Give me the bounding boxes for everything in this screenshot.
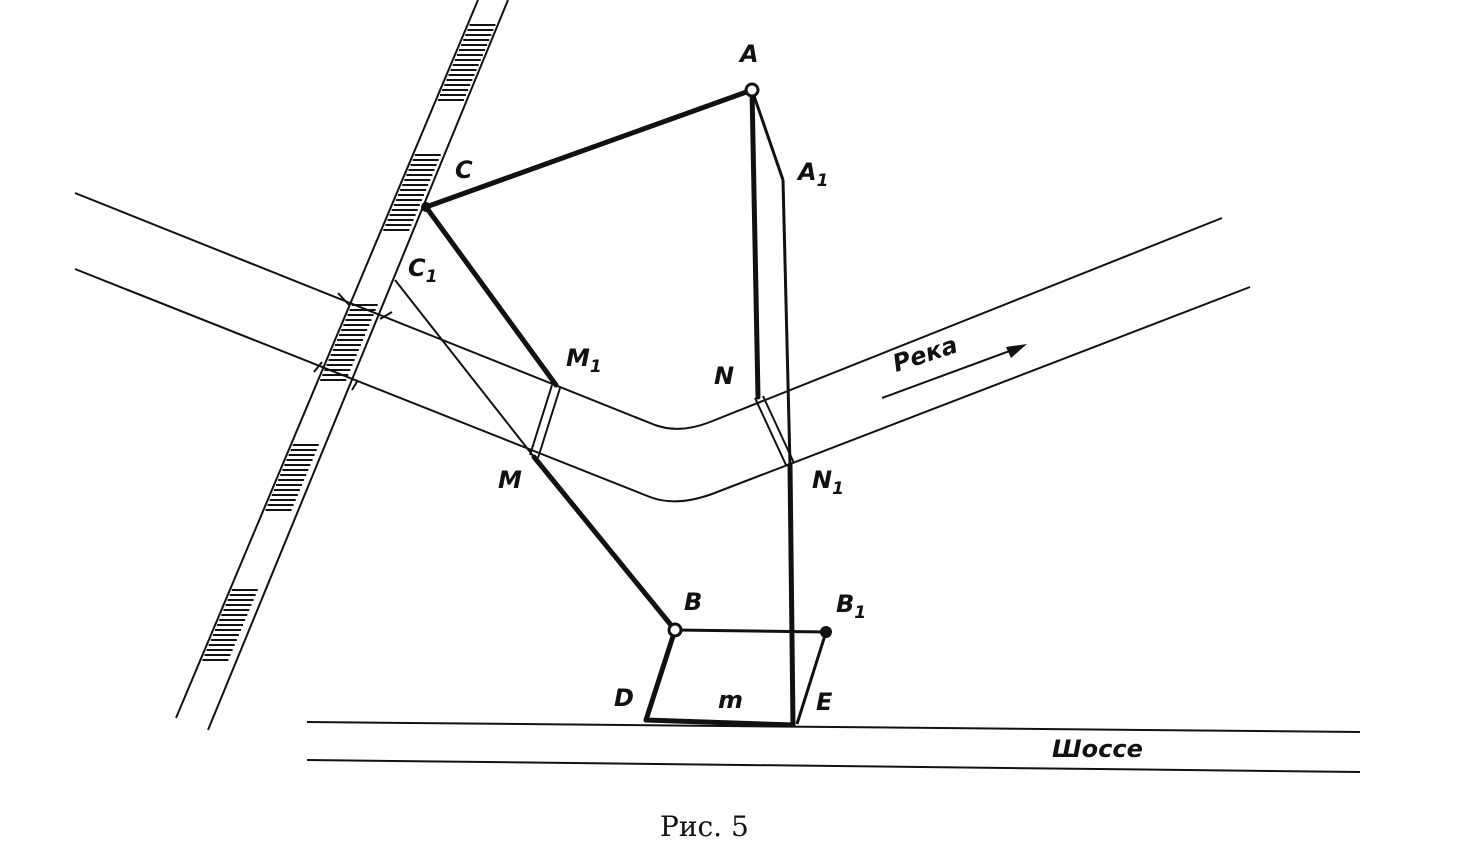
river-lower-bank: [74, 268, 1251, 503]
label-m-region: m: [718, 686, 743, 714]
bridge-mm1-b: [537, 387, 561, 459]
label-b1: B1: [836, 590, 866, 623]
construction-lines: [394, 87, 828, 728]
segment-cm1: [423, 204, 559, 388]
point-a-marker: [744, 82, 760, 98]
label-m1: M1: [566, 344, 602, 377]
railway-left-rail: [175, 0, 479, 719]
river-label: Река: [889, 331, 961, 378]
highway: [306, 721, 1361, 773]
segment-bd: [643, 627, 678, 723]
highway-lower-edge: [306, 759, 1361, 773]
river-flow-arrow: [881, 348, 1016, 399]
label-m: M: [498, 466, 522, 494]
label-d: D: [614, 684, 634, 712]
river-upper-bank: [74, 192, 1223, 430]
segment-de: [643, 717, 796, 728]
segment-bb1: [674, 628, 827, 634]
segment-an: [749, 87, 761, 400]
highway-label: Шоссе: [1052, 735, 1143, 763]
river-flow-arrowhead: [1006, 344, 1027, 358]
railway-right-rail: [207, 0, 509, 731]
railway: [175, 0, 509, 731]
railway-sleepers: [202, 24, 496, 661]
label-n: N: [714, 362, 734, 390]
segment-ca: [423, 87, 755, 210]
label-n1: N1: [812, 466, 844, 499]
label-b: B: [684, 588, 702, 616]
point-markers: [421, 82, 832, 638]
segment-n1e: [787, 462, 796, 728]
point-labels: A A1 C C1 M1 M N N1 B B1 D m E Река Шосс…: [408, 40, 1143, 763]
bridge-nn1-b: [762, 395, 795, 464]
railway-bridge-marks: [313, 292, 393, 391]
bridge-mark: [313, 361, 323, 373]
point-c-marker: [421, 202, 431, 212]
figure-caption: Рис. 5: [660, 810, 749, 843]
segment-mb: [531, 454, 678, 633]
bridge-mark: [379, 311, 393, 320]
bridge-mm1-a: [529, 384, 553, 456]
label-c1: C1: [408, 254, 437, 287]
point-b-marker: [667, 622, 683, 638]
point-b1-marker: [820, 626, 832, 638]
segment-a1n1: [781, 179, 792, 466]
segment-c1m: [394, 279, 535, 458]
bridge-mark: [351, 379, 359, 391]
label-c: C: [455, 156, 473, 184]
bridge-nn1-a: [754, 397, 787, 466]
label-a1: A1: [796, 158, 828, 191]
label-e: E: [816, 688, 833, 716]
label-a: A: [738, 40, 759, 68]
segment-aa1: [750, 89, 785, 181]
river: [74, 192, 1251, 503]
bridge-mark: [337, 292, 351, 307]
highway-upper-edge: [306, 721, 1361, 733]
segment-b1e: [795, 631, 828, 725]
